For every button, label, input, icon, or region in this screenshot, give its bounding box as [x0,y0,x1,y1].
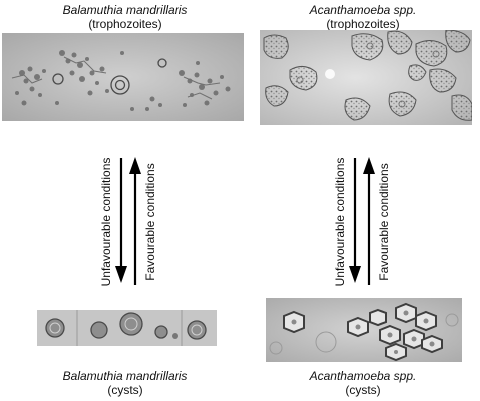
right-cyst-micrograph [266,298,462,362]
right-bottom-caption: Acanthamoeba spp. (cysts) [258,369,468,397]
right-top-species: Acanthamoeba spp. [309,3,417,17]
left-bottom-stage: (cysts) [107,383,143,397]
right-favourable-label: Favourable conditions [377,163,391,280]
left-top-species: Balamuthia mandrillaris [62,3,188,17]
right-down-arrow [349,158,361,283]
left-up-arrow [129,157,141,285]
right-up-arrow [363,157,375,285]
right-trophozoite-micrograph [260,30,472,125]
right-bottom-stage: (cysts) [345,383,381,397]
left-unfavourable-label: Unfavourable conditions [99,158,113,287]
right-unfavourable-label: Unfavourable conditions [333,158,347,287]
left-trophozoite-micrograph [2,33,244,121]
left-favourable-label: Favourable conditions [143,163,157,280]
left-bottom-caption: Balamuthia mandrillaris (cysts) [20,369,230,397]
right-top-stage: (trophozoites) [326,17,400,31]
right-top-caption: Acanthamoeba spp. (trophozoites) [258,3,468,31]
left-bottom-species: Balamuthia mandrillaris [62,369,188,383]
left-down-arrow [115,158,127,283]
right-bottom-species: Acanthamoeba spp. [309,369,417,383]
left-cyst-micrograph [37,310,217,346]
left-top-caption: Balamuthia mandrillaris (trophozoites) [20,3,230,31]
left-top-stage: (trophozoites) [88,17,162,31]
